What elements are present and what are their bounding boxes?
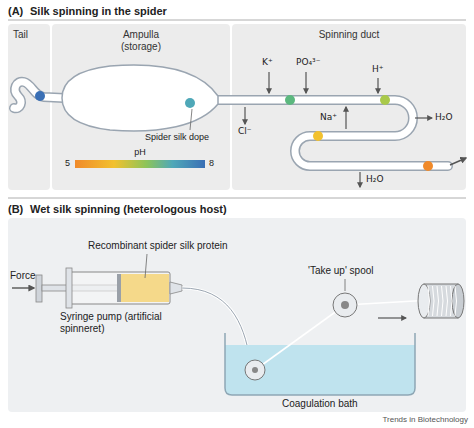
separator: [8, 20, 466, 21]
separator: [8, 198, 466, 199]
take-up-spool: [333, 293, 357, 317]
plunger-head: [117, 274, 121, 302]
tail-outline: [14, 82, 64, 109]
ion-label: H⁺: [372, 64, 384, 74]
ion-label: H₂O: [435, 112, 452, 122]
plunger-plate: [36, 275, 42, 302]
syringe-barrel: [70, 272, 170, 304]
callout-label: Recombinant spider silk protein: [88, 240, 228, 252]
bath-roller-axle: [252, 367, 258, 373]
gland-region: Tail: [8, 24, 50, 190]
duct-tube: [215, 100, 448, 166]
ph-dot: [185, 98, 195, 108]
bath-roller: [245, 360, 265, 380]
callout-label: 'Take up' spool: [308, 265, 374, 277]
scale-value: 5: [65, 158, 70, 168]
leader-line: [345, 279, 346, 291]
panel-ground: [52, 24, 230, 190]
fiber: [255, 305, 345, 370]
tail-tube: [14, 82, 64, 109]
spool-windings: [428, 286, 457, 316]
leader-line: [145, 254, 147, 278]
ion-label: PO₄³⁻: [296, 57, 320, 67]
silk-protein: [121, 274, 169, 302]
barrel-flange: [66, 268, 72, 308]
ion-arrows: [245, 72, 432, 187]
ph-dot: [423, 161, 433, 171]
callout-label: Syringe pump (artificial spinneret): [60, 311, 172, 334]
spool-axle: [341, 301, 349, 309]
panel-letter: (B): [8, 203, 23, 216]
bath-liquid: [225, 345, 415, 395]
ion-label: Cl⁻: [238, 126, 252, 136]
force-label: Force: [10, 270, 36, 282]
force-arrow: [12, 287, 34, 288]
callout-label: Coagulation bath: [282, 398, 358, 410]
ph-dot: [285, 95, 295, 105]
ampulla-body: [62, 65, 218, 131]
spool-end: [418, 284, 430, 318]
ion-label: K⁺: [262, 57, 273, 67]
duct-outline: [215, 100, 448, 166]
ph-dot: [35, 91, 45, 101]
gland-region: Ampulla (storage): [52, 24, 230, 190]
ph-dot: [313, 131, 323, 141]
bath-container: [225, 333, 415, 395]
region-label: Spinning duct: [237, 29, 461, 41]
panel-letter: (A): [8, 5, 23, 18]
leader-line: [190, 109, 192, 130]
panel-title: Wet silk spinning (heterologous host): [30, 203, 227, 216]
scale-title: pH: [134, 147, 146, 157]
ph-dot: [380, 95, 390, 105]
region-label: Ampulla (storage): [110, 29, 172, 52]
gland-region: Spinning duct: [232, 24, 466, 190]
exit-arrow: [450, 158, 466, 165]
publisher-label: Trends in Biotechnology: [382, 415, 468, 424]
flow-arrow: [378, 317, 406, 318]
callout-label: Spider silk dope: [145, 132, 209, 142]
panel-ground: [8, 218, 466, 412]
panel-title: Silk spinning in the spider: [30, 5, 167, 18]
spool-end: [452, 284, 464, 318]
scale-value: 8: [209, 158, 214, 168]
ion-label: Na⁺: [320, 112, 337, 122]
spinneret-tip: [170, 282, 182, 294]
ph-scale: [75, 160, 205, 168]
ion-label: H₂O: [366, 174, 383, 184]
region-label: Tail: [13, 29, 45, 41]
